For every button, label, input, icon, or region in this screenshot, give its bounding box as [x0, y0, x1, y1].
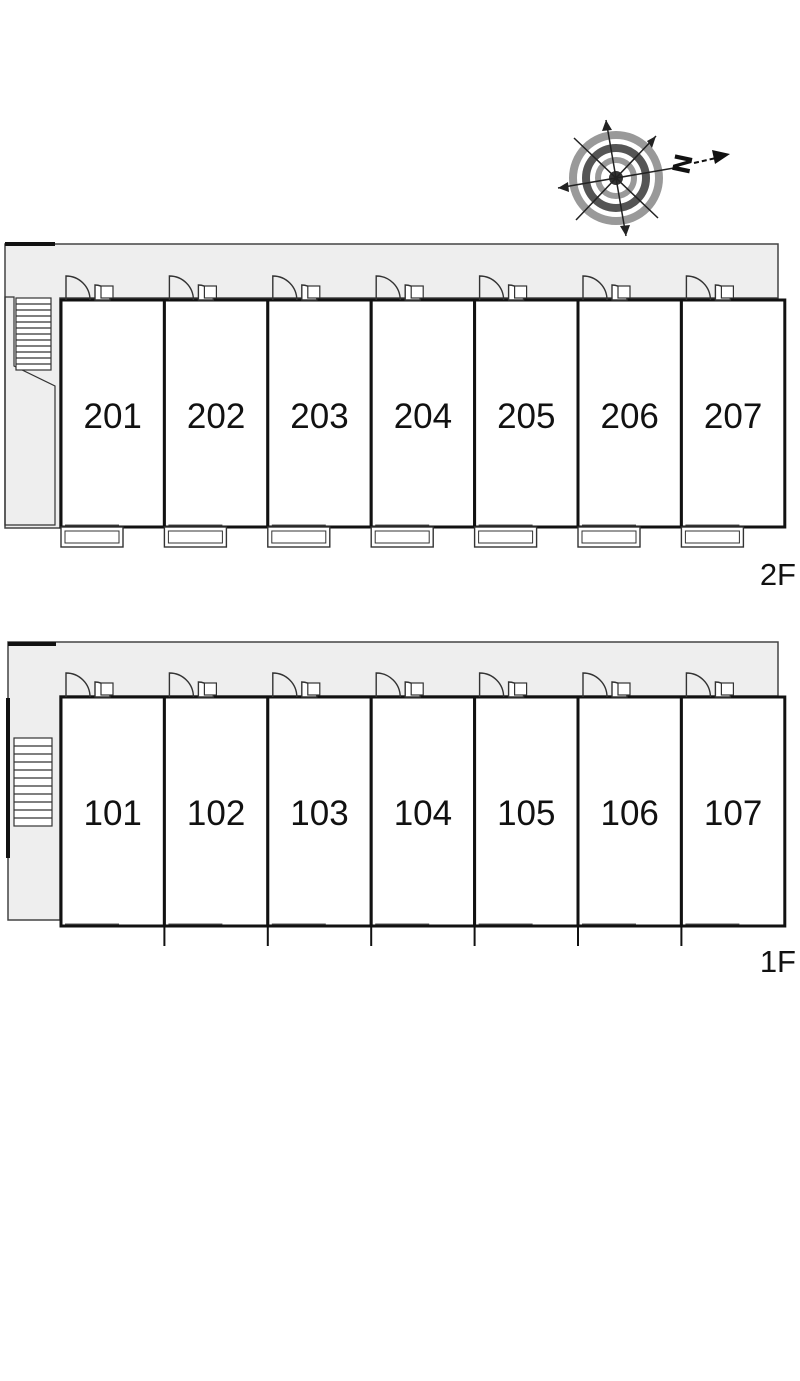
- compass-icon: [557, 119, 675, 237]
- door-106: [582, 672, 631, 698]
- balcony-206: [577, 526, 641, 548]
- door-101: [65, 672, 114, 698]
- unit-205: 205: [473, 275, 580, 548]
- door-205: [478, 275, 528, 301]
- door-104: [375, 672, 424, 698]
- unit-102: 102: [162, 672, 270, 946]
- door-206: [582, 275, 631, 301]
- unit-103: 103: [266, 672, 373, 946]
- unit-201: 201: [59, 275, 166, 548]
- unit-number-label: 202: [187, 397, 245, 436]
- balcony-201: [60, 526, 124, 548]
- unit-203: 203: [266, 275, 373, 548]
- unit-number-label: 104: [394, 794, 452, 833]
- floor-2f: 201 202 203 204 205 206 207 2F: [4, 242, 796, 592]
- balcony-205: [473, 526, 538, 548]
- unit-number-label: 201: [83, 397, 141, 436]
- unit-104: 104: [369, 672, 477, 946]
- unit-204: 204: [369, 275, 477, 548]
- unit-206: 206: [576, 275, 683, 548]
- door-203: [272, 275, 321, 301]
- door-103: [272, 672, 321, 698]
- door-202: [168, 275, 217, 301]
- unit-number-label: 106: [600, 794, 658, 833]
- balcony-204: [370, 526, 434, 548]
- unit-number-label: 101: [83, 794, 141, 833]
- unit-number-label: 107: [704, 794, 762, 833]
- unit-number-label: 204: [394, 397, 452, 436]
- unit-number-label: 205: [497, 397, 555, 436]
- floor-label-1f: 1F: [760, 944, 796, 979]
- north-indicator: N: [667, 150, 730, 177]
- north-label: N: [667, 151, 699, 176]
- door-102: [168, 672, 217, 698]
- door-107: [685, 672, 735, 698]
- unit-101: 101: [59, 672, 166, 928]
- unit-105: 105: [473, 672, 580, 946]
- unit-number-label: 105: [497, 794, 555, 833]
- unit-number-label: 203: [290, 397, 348, 436]
- unit-106: 106: [576, 672, 683, 946]
- floor-label-2f: 2F: [760, 557, 796, 592]
- door-207: [685, 275, 735, 301]
- unit-number-label: 102: [187, 794, 245, 833]
- door-105: [478, 672, 528, 698]
- staircase-1f: [13, 737, 53, 827]
- floor-1f: 101 102 103 104 105 106 107 1F: [6, 641, 796, 979]
- unit-number-label: 103: [290, 794, 348, 833]
- unit-107: 107: [679, 672, 787, 946]
- unit-207: 207: [679, 275, 787, 548]
- unit-number-label: 206: [600, 397, 658, 436]
- unit-number-label: 207: [704, 397, 762, 436]
- balcony-207: [680, 526, 745, 548]
- door-204: [375, 275, 424, 301]
- corridor-2f: [4, 243, 779, 529]
- unit-202: 202: [162, 275, 270, 548]
- balcony-202: [163, 526, 228, 548]
- staircase-2f: [4, 296, 56, 526]
- door-201: [65, 275, 114, 301]
- balcony-203: [267, 526, 331, 548]
